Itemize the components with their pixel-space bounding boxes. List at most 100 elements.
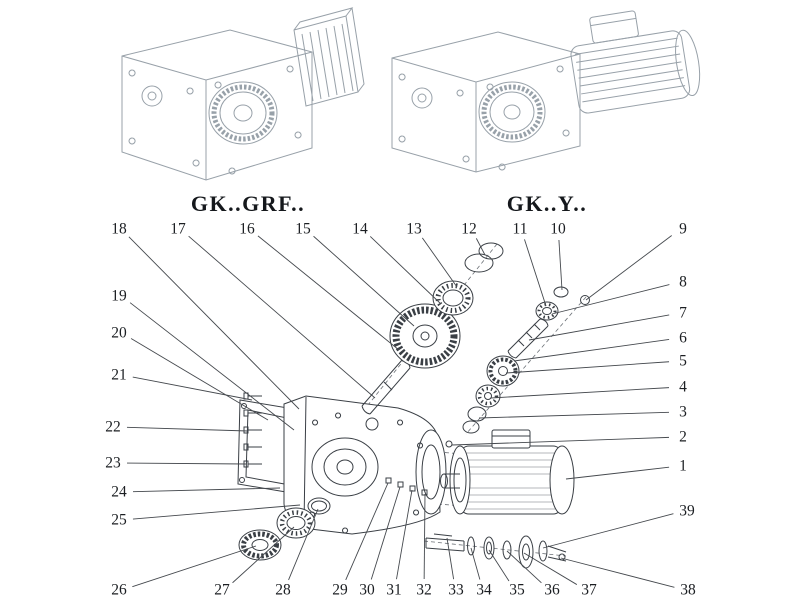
output-spacer (502, 540, 512, 560)
shim-ring (467, 406, 487, 422)
fastener-shapes (385, 477, 428, 496)
pinion-shaft (507, 318, 549, 359)
cover-bolt-hole (239, 477, 245, 483)
y-motor (570, 10, 701, 114)
callout-label-18: 18 (111, 221, 127, 238)
input-bearing-inner (442, 289, 464, 307)
callout-leader-7 (528, 314, 670, 341)
callout-label-24: 24 (111, 484, 127, 501)
callout-label-23: 23 (105, 455, 121, 472)
callout-label-17: 17 (170, 221, 186, 238)
callout-leader-32 (423, 493, 426, 580)
callout-label-29: 29 (332, 582, 348, 599)
shim-and-bearing-stack (238, 497, 331, 561)
grf-input-adapter (293, 7, 365, 107)
callout-label-12: 12 (461, 221, 477, 238)
front-bearing-inner (286, 516, 306, 530)
grf-side-boss-inner (147, 91, 157, 101)
callout-leader-18 (128, 236, 300, 410)
callout-leader-22 (126, 426, 249, 432)
callout-leader-8 (551, 284, 670, 315)
callout-leader-12 (475, 238, 486, 256)
callout-leader-30 (370, 486, 401, 580)
front-bearing-balls (279, 510, 313, 536)
gearbox-y-drawing (391, 10, 701, 173)
callout-leader-28 (288, 508, 319, 581)
callout-label-3: 3 (679, 404, 687, 421)
cover-bolt-hole (241, 403, 247, 409)
retaining-rings-top (464, 242, 504, 273)
input-shaft-body (361, 359, 411, 415)
y-motor-body (570, 30, 691, 114)
motor-flange-inner (453, 457, 467, 503)
callout-leader-3 (478, 411, 670, 419)
exploded-view (237, 242, 590, 569)
y-bolt-holes (398, 65, 570, 171)
callout-leader-15 (313, 235, 415, 327)
y-motor-fins (574, 37, 686, 103)
housing-motor-flange (415, 429, 447, 515)
lower-bearing-balls (477, 386, 499, 406)
y-motor-fan-cover (675, 29, 701, 97)
motor-shaft (444, 473, 460, 489)
callout-label-34: 34 (476, 582, 492, 599)
pinion-washer (553, 286, 569, 298)
callout-leader-16 (257, 235, 400, 351)
grf-output-bore-inner (219, 91, 267, 135)
callout-leader-13 (421, 237, 458, 288)
housing-front-bore-inner (323, 448, 367, 486)
callout-label-37: 37 (581, 582, 597, 599)
motor-fins (463, 452, 559, 510)
housing-front-bore (311, 437, 379, 497)
housing-edge (303, 396, 307, 527)
input-bearing (432, 280, 474, 316)
variant-label-grf: GK..GRF.. (191, 191, 305, 216)
motor-terminal-box (491, 429, 531, 449)
callout-label-38: 38 (680, 582, 696, 599)
grf-side-boss (141, 85, 163, 107)
retaining-ring (478, 242, 504, 260)
callout-label-1: 1 (679, 458, 687, 475)
callout-label-14: 14 (352, 221, 368, 238)
y-output-bore-inner (489, 91, 535, 133)
callout-leader-6 (513, 339, 670, 362)
callout-label-35: 35 (509, 582, 525, 599)
housing-top-boss (365, 417, 379, 431)
y-output-bore (478, 81, 546, 143)
callout-leader-19 (129, 302, 295, 431)
shim-pack-bore (251, 539, 269, 551)
callout-label-28: 28 (275, 582, 291, 599)
variant-label-y: GK..Y.. (507, 191, 588, 216)
callout-leader-39 (542, 513, 674, 549)
callout-leader-31 (396, 489, 413, 580)
output-gear-hub (522, 543, 530, 561)
input-bearing-balls (435, 283, 471, 313)
callout-label-13: 13 (406, 221, 422, 238)
y-gear-teeth (481, 84, 543, 140)
y-terminal-box (589, 10, 639, 44)
output-end-nut (558, 553, 566, 561)
callout-leader-10 (558, 239, 563, 291)
callout-label-39: 39 (679, 503, 695, 520)
motor-flange (449, 445, 471, 515)
shim-ring (462, 420, 480, 434)
output-bearing-inner (486, 541, 492, 555)
callout-label-26: 26 (111, 582, 127, 599)
callout-label-25: 25 (111, 512, 127, 529)
grf-housing-edges (121, 51, 313, 180)
callout-label-36: 36 (544, 582, 560, 599)
front-snap-ring (307, 497, 331, 515)
y-side-boss (411, 87, 433, 109)
callout-label-31: 31 (386, 582, 402, 599)
callout-leader-5 (505, 361, 670, 374)
callouts-layer: 1234567891011121314151617181920212223242… (105, 221, 696, 599)
callout-label-22: 22 (105, 419, 121, 436)
callout-leader-23 (126, 462, 247, 465)
callout-label-7: 7 (679, 305, 687, 322)
callout-label-9: 9 (679, 221, 687, 238)
grf-adapter-fins (301, 23, 354, 102)
y-housing-outline (391, 31, 581, 173)
front-snap-ring-inner (311, 500, 327, 512)
y-output-hub (503, 104, 521, 120)
